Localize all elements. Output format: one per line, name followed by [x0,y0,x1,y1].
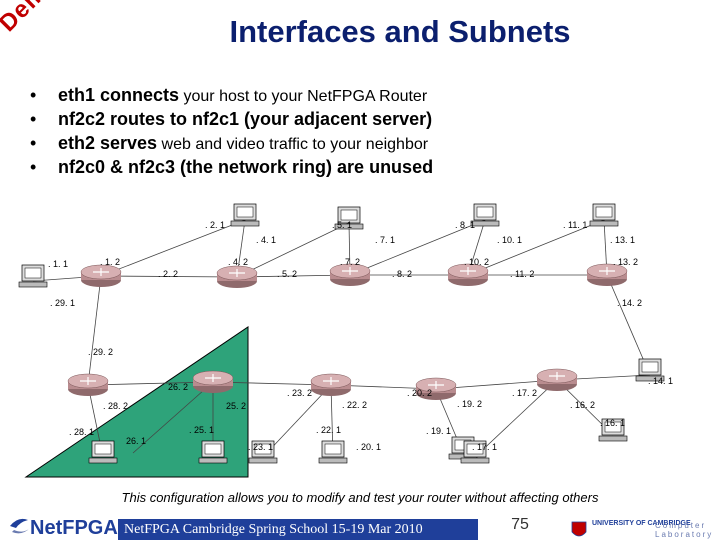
iface-label: . 7. 1 [375,235,395,245]
caption: This configuration allows you to modify … [121,490,599,505]
computer-icon [635,358,665,382]
network-diagram: . 2. 1 . 5. 1 . 8. 1 . 11. 1 . 4. 1 . 7.… [18,203,673,478]
iface-label: . 13. 2 [613,257,638,267]
footer-event: NetFPGA Cambridge Spring School 15-19 Ma… [118,519,478,540]
iface-label: . 23. 1 [248,442,273,452]
iface-label: . 7. 2 [340,257,360,267]
computer-icon [470,203,500,227]
bullet-item: •nf2c2 routes to nf2c1 (your adjacent se… [30,109,433,129]
iface-label: . 2. 1 [205,220,225,230]
iface-label: . 20. 2 [407,388,432,398]
bullet-list: •eth1 connects your host to your NetFPGA… [30,84,433,180]
iface-label: . 8. 1 [455,220,475,230]
computer-icon [318,440,348,464]
iface-label: . 4. 2 [228,257,248,267]
bullet-item: •eth1 connects your host to your NetFPGA… [30,85,428,105]
iface-label: . 16. 2 [570,400,595,410]
iface-label: . 16. 1 [600,418,625,428]
iface-label: . 5. 1 [332,220,352,230]
router-icon [536,368,578,391]
iface-label: 25. 2 [226,401,246,411]
router-icon [447,263,489,286]
iface-label: . 1. 2 [100,257,120,267]
iface-label: . 5. 2 [277,269,297,279]
router-icon [329,263,371,286]
iface-label: . 28. 2 [103,401,128,411]
highlight-triangle [24,326,249,478]
routers [67,263,628,400]
iface-label: . 25. 1 [189,425,214,435]
university-name: UNIVERSITY OF CAMBRIDGE [592,520,691,527]
iface-label: 26. 1 [126,436,146,446]
hosts [18,203,665,464]
router-icon [310,373,352,396]
iface-label: . 8. 2 [392,269,412,279]
computer-icon [230,203,260,227]
iface-label: . 4. 1 [256,235,276,245]
iface-label: . 17. 1 [472,442,497,452]
bullet-item: •eth2 serves web and video traffic to yo… [30,133,429,153]
interface-labels: . 2. 1 . 5. 1 . 8. 1 . 11. 1 . 4. 1 . 7.… [48,220,673,452]
iface-label: . 22. 2 [342,400,367,410]
router-icon [192,370,234,393]
iface-label: . 11. 2 [510,269,534,279]
iface-label: . 28. 1 [69,427,94,437]
router-icon [80,264,122,287]
netfpga-logo-icon [10,518,30,534]
university-tag: Computer Laboratory [655,521,714,539]
iface-label: . 10. 1 [497,235,522,245]
computer-icon [334,206,364,230]
iface-label: . 1. 1 [48,259,68,269]
iface-label: . 2. 2 [158,269,178,279]
page-number: 75 [511,516,529,533]
iface-label: . 20. 1 [356,442,381,452]
iface-label: . 13. 1 [610,235,635,245]
iface-label: . 23. 2 [287,388,312,398]
iface-label: . 19. 2 [457,399,482,409]
router-icon [415,377,457,400]
university-crest-icon [571,521,587,537]
router-icon [216,265,258,288]
computer-icon [460,440,490,464]
iface-label: . 10. 2 [464,257,489,267]
iface-label: . 14. 2 [617,298,642,308]
computer-icon [88,440,118,464]
bullet-item: •nf2c0 & nf2c3 (the network ring) are un… [30,157,434,177]
router-icon [586,263,628,286]
iface-label: . 11. 1 [563,220,587,230]
iface-label: . 22. 1 [316,425,341,435]
computer-icon [248,440,278,464]
router-icon [67,373,109,396]
iface-label: . 17. 2 [512,388,537,398]
iface-label: . 29. 2 [88,347,113,357]
slide-title: Interfaces and Subnets [229,14,571,49]
iface-label: . 19. 1 [426,426,451,436]
netfpga-logo-text: NetFPGA [30,517,118,539]
computer-icon [598,418,628,442]
computer-icon [198,440,228,464]
iface-label: . 14. 1 [648,376,673,386]
computer-icon [18,264,48,288]
iface-label: 26. 2 [168,382,188,392]
iface-label: . 29. 1 [50,298,75,308]
computer-icon [589,203,619,227]
